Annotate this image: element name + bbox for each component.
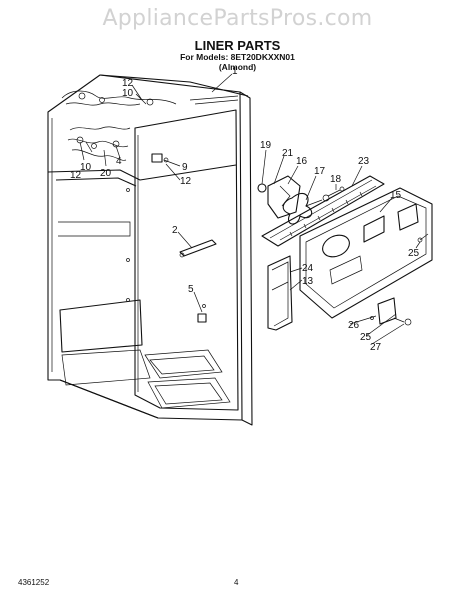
callout-10-left: 10 xyxy=(80,162,92,173)
callout-17: 17 xyxy=(314,166,326,177)
drain-trough xyxy=(267,255,293,331)
callout-16: 16 xyxy=(296,156,308,167)
color-line: (Almond) xyxy=(218,62,257,72)
callout-23: 23 xyxy=(358,156,370,167)
callout-24: 24 xyxy=(302,263,314,274)
page-title: LINER PARTS xyxy=(194,38,281,53)
callout-15: 15 xyxy=(390,190,402,201)
callout-2: 2 xyxy=(172,225,178,236)
parts-inside-cabinet xyxy=(151,153,217,323)
callout-13: 13 xyxy=(302,276,314,287)
models-line: For Models: 8ET20DKXXN01 xyxy=(180,52,295,62)
liner-cabinet xyxy=(47,74,253,426)
callout-5: 5 xyxy=(188,284,194,295)
callout-26: 26 xyxy=(348,320,360,331)
fan-assembly xyxy=(257,175,345,225)
callout-12-right: 12 xyxy=(180,176,192,187)
callout-18: 18 xyxy=(330,174,342,185)
callout-1: 1 xyxy=(232,66,238,77)
footer-code: 4361252 xyxy=(18,578,50,587)
callout-12-top: 12 xyxy=(122,78,134,89)
callout-21: 21 xyxy=(282,148,294,159)
callout-25-right: 25 xyxy=(408,248,420,259)
rear-panel xyxy=(299,187,433,319)
watermark: AppliancePartsPros.com xyxy=(102,6,373,31)
callout-19: 19 xyxy=(260,140,272,151)
callout-10-top: 10 xyxy=(122,88,134,99)
callout-12-left: 12 xyxy=(70,170,82,181)
callout-27: 27 xyxy=(370,342,382,353)
lower-bracket xyxy=(370,297,412,326)
callout-20: 20 xyxy=(100,168,112,179)
callout-25-lower: 25 xyxy=(360,332,372,343)
page-number: 4 xyxy=(234,578,239,587)
callout-labels: 1 12 10 2 5 9 12 10 12 4 20 19 21 16 17 … xyxy=(70,66,420,353)
leader-lines xyxy=(79,73,421,345)
callout-9: 9 xyxy=(182,162,188,173)
evaporator-cover xyxy=(261,175,385,247)
callout-4: 4 xyxy=(116,156,122,167)
